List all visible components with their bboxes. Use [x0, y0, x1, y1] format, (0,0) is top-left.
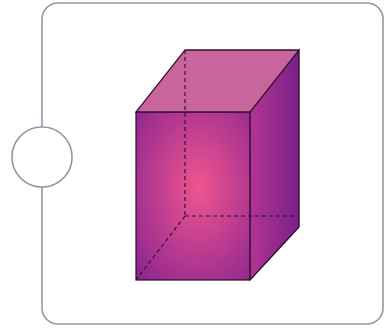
prism-hidden-edges — [135, 50, 299, 281]
prism-visible-edges — [136, 49, 300, 281]
edge-side-bottom — [249, 226, 300, 281]
prism-front-face — [135, 111, 251, 281]
side-circle — [11, 126, 73, 188]
